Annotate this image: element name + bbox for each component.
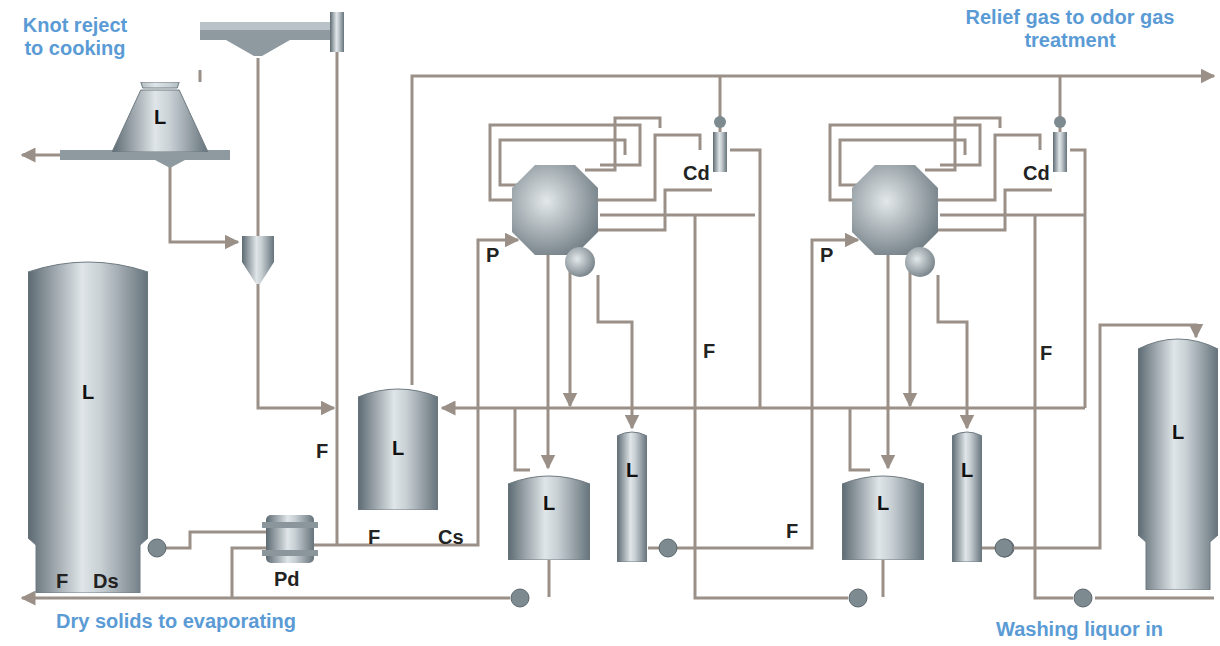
level-code: L <box>358 438 438 458</box>
flow-code: Ds <box>93 570 119 593</box>
tank-outline <box>28 258 148 593</box>
tank-node: L <box>358 385 438 510</box>
flow-code: F <box>703 340 715 363</box>
level-code: L <box>508 493 590 513</box>
component-code: Cd <box>1023 162 1050 185</box>
flow-code: F <box>1040 342 1052 365</box>
component-code: Cd <box>683 162 710 185</box>
level-code: L <box>952 460 982 480</box>
flow-code: Cs <box>438 526 464 549</box>
outlet-label: Relief gas to odor gas treatment <box>960 6 1180 52</box>
tank-node: L <box>1138 335 1218 590</box>
flow-code: F <box>56 570 68 593</box>
level-code: L <box>112 107 208 127</box>
level-code: L <box>28 382 148 402</box>
flow-code: F <box>786 520 798 543</box>
tank-node: L <box>842 472 924 560</box>
flow-code: F <box>314 440 330 463</box>
tank-node: L <box>508 472 590 560</box>
tank-outline <box>952 430 982 562</box>
flow-code: F <box>368 526 380 549</box>
tank-outline <box>617 430 647 562</box>
outlet-label: Knot reject to cooking <box>14 14 136 60</box>
tank-node: L <box>617 430 647 562</box>
level-code: L <box>1138 422 1218 442</box>
tank-node: L <box>28 258 148 593</box>
tank-outline <box>1138 335 1218 590</box>
level-code: L <box>617 460 647 480</box>
inlet-label: Washing liquor in <box>996 618 1163 641</box>
tank-outline <box>842 472 924 560</box>
tank-node: L <box>952 430 982 562</box>
level-code: L <box>842 493 924 513</box>
flow-code: P <box>486 244 499 267</box>
tank-node: L <box>112 82 208 152</box>
pump-symbol <box>995 539 1013 557</box>
outlet-label: Dry solids to evaporating <box>56 610 296 633</box>
flow-code: P <box>820 244 833 267</box>
component-code: Pd <box>274 568 300 591</box>
tank-outline <box>508 472 590 560</box>
